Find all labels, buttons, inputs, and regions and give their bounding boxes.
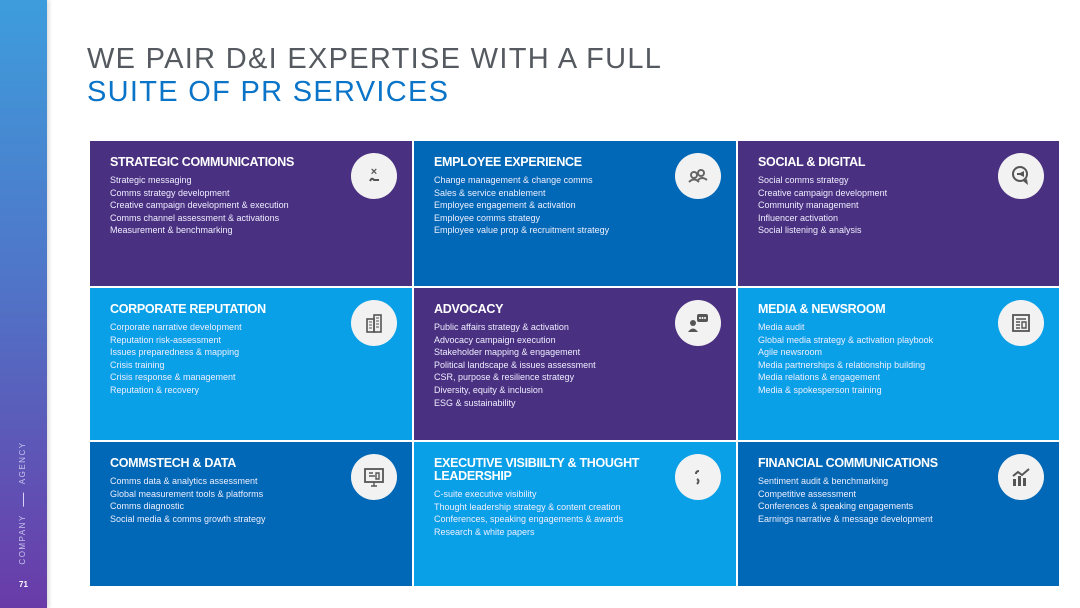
service-item: Sales & service enablement (434, 187, 546, 198)
service-card-strategic-communications: STRATEGIC COMMUNICATIONS Strategic messag… (90, 141, 412, 286)
card-title: ADVOCACY (434, 302, 504, 316)
service-item: Media & spokesperson training (758, 384, 882, 395)
service-item: Employee value prop & recruitment strate… (434, 225, 610, 236)
service-item: CSR, purpose & resilience strategy (434, 372, 575, 383)
page-title: WE PAIR D&I EXPERTISE WITH A FULL SUITE … (87, 43, 662, 109)
title-line-1: WE PAIR D&I EXPERTISE WITH A FULL (87, 43, 663, 75)
service-card-advocacy: ADVOCACY Public affairs strategy & activa… (414, 288, 736, 440)
service-item: Corporate narrative development (110, 322, 242, 332)
card-title: EXECUTIVE VISIBIILTY & THOUGHT LEADERSHI… (434, 456, 640, 483)
service-item: Employee engagement & activation (434, 200, 576, 211)
service-item: Agile newsroom (758, 347, 823, 358)
service-item: Comms data & analytics assessment (110, 476, 258, 486)
service-item: Crisis training (110, 359, 165, 370)
service-item: Advocacy campaign execution (434, 334, 556, 345)
building-icon (351, 300, 397, 346)
newspaper-icon (998, 300, 1044, 346)
service-item: Global measurement tools & platforms (110, 488, 264, 499)
card-title: COMMSTECH & DATA (110, 456, 236, 470)
service-item: Reputation risk-assessment (110, 334, 222, 345)
service-item: Creative campaign development & executio… (110, 200, 289, 211)
service-item: Earnings narrative & message development (758, 513, 933, 524)
service-item: Crisis response & management (110, 372, 236, 383)
service-item: Global media strategy & activation playb… (758, 334, 934, 345)
service-item: Media audit (758, 322, 805, 332)
card-title: SOCIAL & DIGITAL (758, 155, 866, 169)
svg-text:×: × (371, 166, 377, 178)
card-title: STRATEGIC COMMUNICATIONS (110, 155, 294, 169)
service-item: Comms diagnostic (110, 501, 185, 512)
sidebar: COMPANY AGENCY 71 (0, 0, 47, 608)
service-item: Comms channel assessment & activations (110, 212, 280, 223)
chart-growth-icon (998, 454, 1044, 500)
service-item: Diversity, equity & inclusion (434, 384, 543, 395)
label-agency: AGENCY (18, 441, 27, 485)
sidebar-label: COMPANY AGENCY (18, 441, 28, 564)
service-item: Conferences, speaking engagements & awar… (434, 514, 624, 525)
service-item: Comms strategy development (110, 187, 230, 198)
service-item: ESG & sustainability (434, 397, 516, 408)
service-item: Social comms strategy (758, 175, 849, 185)
service-item: Strategic messaging (110, 175, 192, 185)
megaphone-chat-icon (998, 153, 1044, 199)
service-item: Competitive assessment (758, 488, 857, 499)
service-item: Reputation & recovery (110, 384, 200, 395)
service-item: Conferences & speaking engagements (758, 501, 914, 512)
title-line-2: SUITE OF PR SERVICES (87, 76, 450, 108)
service-item: Issues preparedness & mapping (110, 347, 240, 358)
service-item: Research & white papers (434, 526, 535, 537)
card-title: CORPORATE REPUTATION (110, 302, 266, 316)
service-item: Creative campaign development (758, 187, 888, 198)
people-icon (675, 153, 721, 199)
service-item: Thought leadership strategy & content cr… (434, 501, 621, 512)
divider (22, 492, 24, 507)
card-title: MEDIA & NEWSROOM (758, 302, 886, 316)
service-card-commstech-data: COMMSTECH & DATA Comms data & analytics a… (90, 442, 412, 586)
service-item: Stakeholder mapping & engagement (434, 347, 581, 358)
leader-icon (675, 454, 721, 500)
card-title: EMPLOYEE EXPERIENCE (434, 155, 582, 169)
service-item: Social listening & analysis (758, 225, 862, 236)
service-card-executive-visibiilty-thought-leadership: EXECUTIVE VISIBIILTY & THOUGHT LEADERSHI… (414, 442, 736, 586)
service-item: Change management & change comms (434, 175, 593, 185)
service-card-employee-experience: EMPLOYEE EXPERIENCE Change management & c… (414, 141, 736, 286)
card-title: FINANCIAL COMMUNICATIONS (758, 456, 938, 470)
speaker-icon (675, 300, 721, 346)
service-item: Public affairs strategy & activation (434, 322, 569, 332)
service-card-financial-communications: FINANCIAL COMMUNICATIONS Sentiment audit … (738, 442, 1059, 586)
service-item: Media partnerships & relationship buildi… (758, 359, 926, 370)
label-company: COMPANY (18, 514, 27, 565)
service-item: Influencer activation (758, 212, 839, 223)
service-item: Political landscape & issues assessment (434, 359, 596, 370)
service-item: Measurement & benchmarking (110, 225, 233, 236)
service-item: C-suite executive visibility (434, 489, 537, 499)
services-grid: STRATEGIC COMMUNICATIONS Strategic messag… (90, 141, 1059, 586)
page-number: 71 (19, 580, 28, 589)
service-item: Sentiment audit & benchmarking (758, 476, 889, 486)
monitor-data-icon (351, 454, 397, 500)
service-item: Social media & comms growth strategy (110, 513, 266, 524)
strategy-icon: × (351, 153, 397, 199)
service-card-corporate-reputation: CORPORATE REPUTATION Corporate narrative … (90, 288, 412, 440)
service-item: Media relations & engagement (758, 372, 881, 383)
service-item: Employee comms strategy (434, 212, 541, 223)
service-item: Community management (758, 200, 859, 211)
